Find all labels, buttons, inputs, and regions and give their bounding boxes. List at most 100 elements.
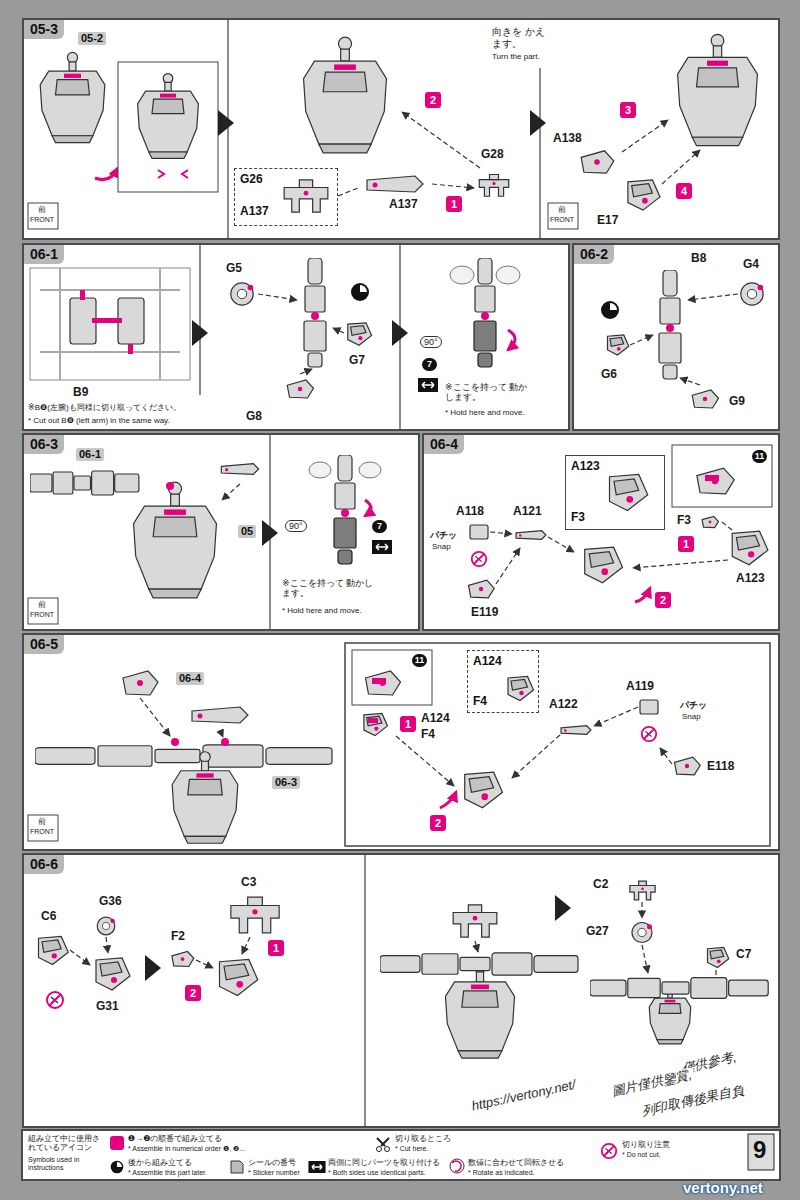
small-part xyxy=(640,700,658,714)
step-arrow xyxy=(530,110,546,136)
step-panel: 06-6 xyxy=(22,853,780,1128)
runner xyxy=(40,268,180,380)
assembly-arrow xyxy=(402,112,480,168)
assembly-arrow xyxy=(642,945,648,973)
legend-panel xyxy=(22,1130,780,1180)
legend-text: * Assemble in numerical order ❶, ❷... xyxy=(128,1145,245,1153)
part-number: C3 xyxy=(240,876,257,890)
part-number: A124 xyxy=(420,712,451,726)
arm-part-held xyxy=(474,258,496,367)
do-not-cut-icon xyxy=(47,992,63,1008)
sticker-number: 11 xyxy=(412,654,427,667)
detail-inset: A123F3 xyxy=(565,455,665,530)
joint-part xyxy=(741,283,763,305)
snap-note: Snap xyxy=(432,542,451,551)
assembly-arrow xyxy=(662,150,700,184)
front-label: 前 xyxy=(38,600,46,609)
note: * Hold here and move. xyxy=(445,408,525,417)
divider xyxy=(227,20,229,238)
part-number: A121 xyxy=(512,505,543,519)
order-number: 1 xyxy=(678,536,694,552)
small-part xyxy=(287,380,313,398)
legend-text: 数値に合わせて回転させる xyxy=(468,1158,564,1167)
bracket-part xyxy=(231,897,279,933)
step-reference: 06-1 xyxy=(76,448,104,461)
pink-mark xyxy=(166,482,174,490)
order-icon xyxy=(110,1136,124,1150)
page-number: 9 xyxy=(753,1136,766,1164)
finger xyxy=(359,462,381,478)
bracket-part xyxy=(479,174,508,196)
assembly-arrow xyxy=(660,748,672,764)
arm-part xyxy=(659,270,681,379)
step-arrow xyxy=(262,520,278,546)
do-not-cut-icon xyxy=(602,1144,616,1158)
assembly-arrow xyxy=(641,902,642,918)
runner-frame xyxy=(30,268,190,380)
divider xyxy=(199,245,201,395)
front-label: 前 xyxy=(558,205,566,214)
step-number: 06-5 xyxy=(24,635,64,654)
armor-part xyxy=(708,948,729,968)
cut-gate xyxy=(80,290,85,300)
page-number-box xyxy=(748,1134,774,1170)
bar-part xyxy=(561,726,591,735)
armor-part xyxy=(96,958,130,990)
front-label: FRONT xyxy=(30,828,54,836)
part-number: G4 xyxy=(742,258,760,272)
part-number: G6 xyxy=(600,368,618,382)
note: ※ここを持って 動かします。 xyxy=(282,578,377,599)
snap-note: Snap xyxy=(682,712,701,721)
order-number: 2 xyxy=(425,92,441,108)
assembly-arrow xyxy=(490,532,512,534)
bar-part xyxy=(367,176,423,192)
note: ※ここを持って 動かします。 xyxy=(445,382,535,403)
part-number: C2 xyxy=(592,878,609,892)
front-icon xyxy=(28,203,58,229)
torso-part xyxy=(172,752,238,844)
rotate-icon xyxy=(452,1161,461,1171)
detail-inset: A124F4 xyxy=(467,650,539,713)
move-arrow xyxy=(635,588,650,602)
part-number: A123 xyxy=(570,460,601,474)
assemble-later-icon xyxy=(111,1161,124,1174)
torso-part xyxy=(304,37,387,153)
armor-part xyxy=(39,937,69,965)
legend-text: * Cut here. xyxy=(395,1145,428,1153)
armor-part xyxy=(585,547,623,583)
armor-part xyxy=(348,323,372,345)
small-part xyxy=(675,757,701,775)
assembly-arrow xyxy=(258,294,297,300)
step-number: 06-1 xyxy=(24,245,64,264)
cut-icon xyxy=(377,1138,390,1152)
front-icon xyxy=(28,815,58,841)
step-panel: 06-1 xyxy=(22,243,570,431)
assembly-arrow xyxy=(630,335,653,345)
cut-gate xyxy=(92,318,122,323)
part-number: A138 xyxy=(552,132,583,146)
assembly-arrow xyxy=(475,941,478,952)
joint-part xyxy=(97,917,115,935)
part-number: G27 xyxy=(585,925,610,939)
front-label: FRONT xyxy=(30,216,54,224)
part-number: A122 xyxy=(548,698,579,712)
assembly-arrow xyxy=(548,537,574,552)
watermark: vertony.net xyxy=(683,1179,763,1196)
armor-part xyxy=(123,671,158,695)
panel-ground xyxy=(22,633,780,851)
bar-part xyxy=(516,531,546,540)
both-sides-icon xyxy=(308,1161,325,1173)
assembly-arrow xyxy=(106,937,108,953)
part-number: F4 xyxy=(420,728,436,742)
arm-band-part xyxy=(590,978,768,999)
watermark: 僅供參考, xyxy=(678,1050,739,1077)
step-arrow xyxy=(192,320,208,346)
part-number: E17 xyxy=(596,214,619,228)
legend-text: * Do not cut. xyxy=(622,1151,661,1159)
divider xyxy=(539,68,541,238)
sticker xyxy=(705,475,719,481)
step-number: 06-4 xyxy=(424,435,464,454)
small-part xyxy=(470,525,488,539)
